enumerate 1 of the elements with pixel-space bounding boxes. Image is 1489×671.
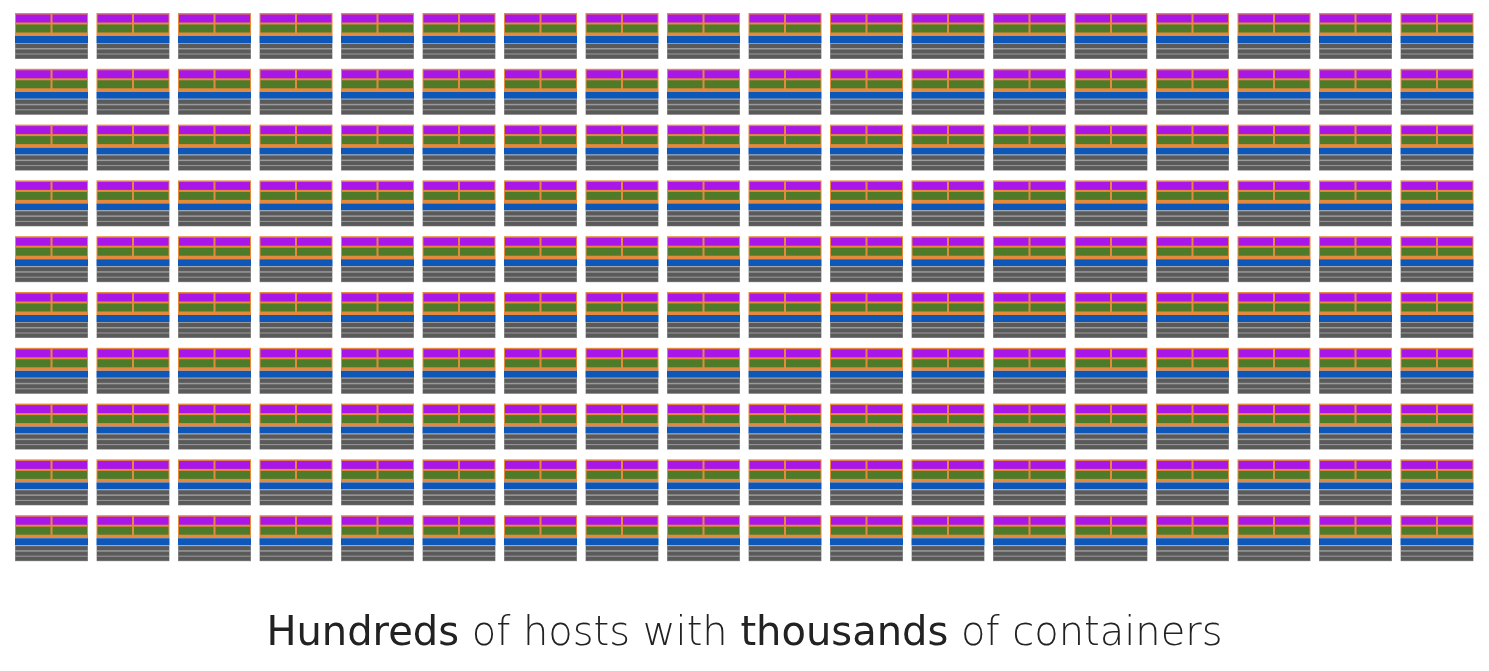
caption: Hundreds of hosts with thousands of containers (266, 608, 1223, 654)
